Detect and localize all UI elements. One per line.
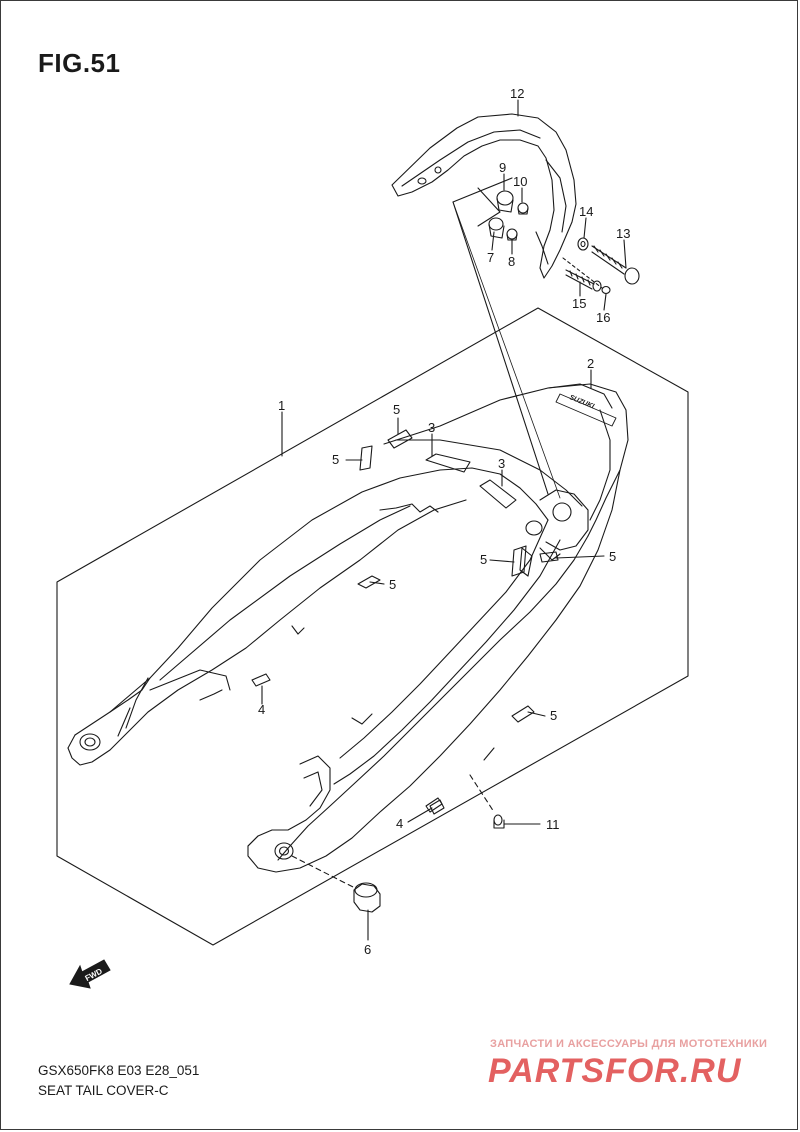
callout-16: 16 — [596, 310, 610, 325]
callout-12: 12 — [510, 86, 524, 101]
leader-line — [555, 555, 605, 559]
leader-line — [491, 231, 495, 251]
seat-tail-cover-part — [67, 383, 629, 873]
rubber-grommet-lower — [488, 217, 505, 239]
leader-line — [369, 581, 385, 585]
watermark-logo: PARTSFOR.RU — [488, 1052, 742, 1090]
callout-4: 4 — [258, 702, 265, 717]
callout-10: 10 — [513, 174, 527, 189]
callout-2: 2 — [587, 356, 594, 371]
projection-line — [452, 201, 549, 495]
small-pad-a — [251, 673, 271, 687]
leader-line — [623, 239, 627, 269]
projection-line — [452, 177, 513, 203]
fwd-arrow-icon: FWD — [69, 959, 111, 989]
assembly-box-outline — [56, 307, 689, 946]
callout-8: 8 — [508, 254, 515, 269]
projection-line — [562, 257, 603, 289]
cushion-pad-part-a — [425, 453, 471, 473]
model-code: GSX650FK8 E03 E28_051 — [38, 1063, 200, 1078]
projection-line — [452, 201, 561, 499]
projection-line — [291, 855, 356, 889]
collar-lower — [506, 228, 518, 241]
cushion-pad-part-b — [479, 479, 517, 509]
callout-labels: 1 2 3 3 4 4 5 5 5 5 5 5 6 7 8 9 10 11 12… — [258, 86, 630, 957]
tape-piece-b — [359, 445, 373, 471]
grab-rail-part — [391, 113, 577, 279]
callout-3: 3 — [428, 420, 435, 435]
callout-7: 7 — [487, 250, 494, 265]
callout-5: 5 — [393, 402, 400, 417]
tape-piece-a — [387, 429, 413, 449]
section-name: SEAT TAIL COVER-C — [38, 1083, 169, 1098]
figure-title: FIG.51 — [38, 48, 121, 78]
leader-line — [603, 293, 607, 311]
nut-part — [601, 285, 611, 295]
callout-9: 9 — [499, 160, 506, 175]
washer-part — [577, 237, 589, 251]
callout-14: 14 — [579, 204, 593, 219]
long-bolt-part — [591, 245, 640, 285]
rubber-grommet-upper — [496, 190, 514, 213]
tape-piece-d — [511, 545, 527, 577]
leader-line — [583, 217, 587, 239]
callout-3: 3 — [498, 456, 505, 471]
callout-1: 1 — [278, 398, 285, 413]
leader-line — [489, 559, 515, 563]
callout-11: 11 — [546, 817, 560, 832]
rubber-cushion-part — [353, 882, 381, 913]
callout-13: 13 — [616, 226, 630, 241]
projection-line — [477, 187, 501, 213]
watermark-tagline: ЗАПЧАСТИ И АКСЕССУАРЫ ДЛЯ МОТОТЕХНИКИ — [490, 1038, 768, 1050]
collar-upper — [517, 202, 529, 215]
callout-6: 6 — [364, 942, 371, 957]
callout-5: 5 — [480, 552, 487, 567]
emblem-text: SUZUKI — [568, 394, 596, 411]
callout-5: 5 — [389, 577, 396, 592]
projection-line — [469, 774, 495, 813]
callout-4: 4 — [396, 816, 403, 831]
tape-piece-e — [539, 551, 559, 563]
clip-part — [493, 814, 505, 829]
callout-5: 5 — [609, 549, 616, 564]
projection-line — [477, 211, 501, 227]
tape-piece-c — [357, 575, 381, 589]
short-bolt-part — [565, 269, 602, 292]
callout-5: 5 — [332, 452, 339, 467]
leader-line — [527, 711, 546, 717]
tape-piece-f — [511, 705, 535, 723]
leader-line — [407, 807, 433, 823]
callout-15: 15 — [572, 296, 586, 311]
callout-5: 5 — [550, 708, 557, 723]
